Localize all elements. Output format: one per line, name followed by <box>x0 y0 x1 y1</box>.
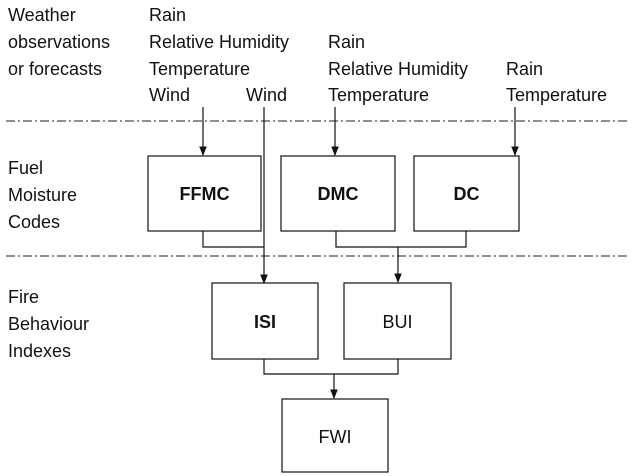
isi-box <box>211 282 319 360</box>
dmc-box <box>280 155 396 232</box>
connector-ffmc-to-isi <box>202 231 264 248</box>
dc-input-temperature: Temperature <box>506 85 607 105</box>
fwi-label: FWI <box>319 427 352 447</box>
dmc-input-temperature: Temperature <box>328 85 429 105</box>
dmc-label: DMC <box>318 184 359 204</box>
ffmc-box <box>147 155 262 232</box>
label-fuel-line2: Moisture <box>8 185 77 205</box>
label-fire-line3: Indexes <box>8 341 71 361</box>
label-fuel-line1: Fuel <box>8 158 43 178</box>
fwi-box <box>281 398 389 473</box>
dmc-input-rain: Rain <box>328 32 365 52</box>
label-weather-line2: observations <box>8 32 110 52</box>
ffmc-input-wind: Wind <box>149 85 190 105</box>
ffmc-input-humidity: Relative Humidity <box>149 32 289 52</box>
isi-input-wind: Wind <box>246 85 287 105</box>
bui-label: BUI <box>382 312 412 332</box>
label-fuel-line3: Codes <box>8 212 60 232</box>
connector-dmc-dc-join <box>335 231 467 248</box>
ffmc-input-temperature: Temperature <box>149 59 250 79</box>
label-fire-line1: Fire <box>8 287 39 307</box>
dc-box <box>413 155 520 232</box>
label-weather-line1: Weather <box>8 5 76 25</box>
dmc-input-humidity: Relative Humidity <box>328 59 468 79</box>
ffmc-label: FFMC <box>180 184 230 204</box>
label-weather-line3: or forecasts <box>8 59 102 79</box>
connector-isi-bui-join <box>263 359 399 375</box>
dc-input-rain: Rain <box>506 59 543 79</box>
isi-label: ISI <box>254 312 276 332</box>
label-fire-line2: Behaviour <box>8 314 89 334</box>
bui-box <box>343 282 452 360</box>
dc-label: DC <box>454 184 480 204</box>
ffmc-input-rain: Rain <box>149 5 186 25</box>
